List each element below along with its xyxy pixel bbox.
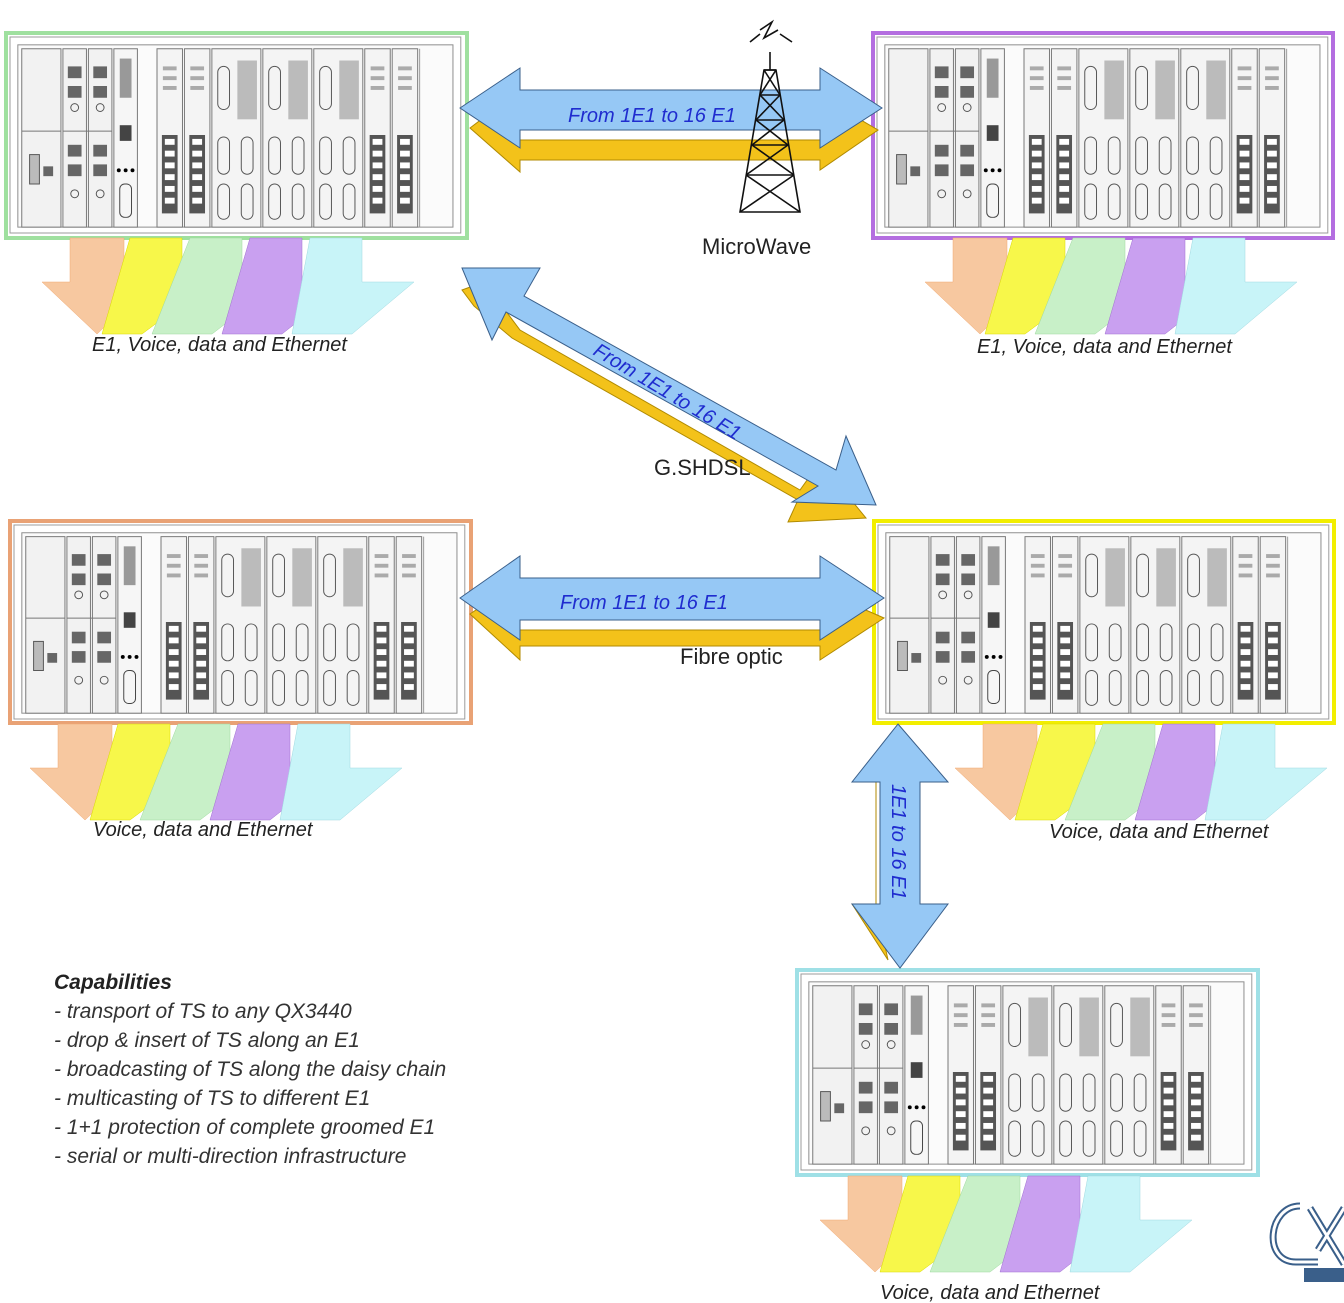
shdsl-link-arrow <box>461 267 877 523</box>
caption-bottom: Voice, data and Ethernet <box>880 1282 1101 1303</box>
radio-tower-icon <box>739 19 801 213</box>
shdsl-medium-label: G.SHDSL <box>654 455 751 480</box>
fibre-link-arrow <box>459 555 886 662</box>
capabilities-title: Capabilities <box>54 971 172 994</box>
caption-mid-left: Voice, data and Ethernet <box>93 819 314 841</box>
node-bottom <box>795 968 1260 1177</box>
vertical-link-label: 1E1 to 16 E1 <box>887 784 909 900</box>
capabilities-panel: Capabilities transport of TS to any QX34… <box>54 968 446 1171</box>
node-mid-right <box>872 519 1336 725</box>
caption-mid-right: Voice, data and Ethernet <box>1049 821 1270 843</box>
output-fan-bottom <box>819 1175 1193 1273</box>
output-fan-top-right <box>924 237 1298 335</box>
vertical-link-arrow <box>850 723 950 969</box>
fibre-medium-label: Fibre optic <box>680 644 783 669</box>
caption-top-right: E1, Voice, data and Ethernet <box>977 336 1233 358</box>
output-fan-mid-left <box>29 723 403 821</box>
node-top-right <box>871 31 1335 240</box>
node-mid-left <box>8 519 473 725</box>
capability-item: transport of TS to any QX3440 <box>54 997 446 1026</box>
capabilities-list: transport of TS to any QX3440 drop & ins… <box>54 997 446 1171</box>
capability-item: serial or multi-direction infrastructure <box>54 1142 446 1171</box>
microwave-link-arrow <box>459 67 883 174</box>
company-logo <box>1269 1202 1344 1282</box>
node-top-left <box>4 31 469 240</box>
microwave-link-label: From 1E1 to 16 E1 <box>568 105 736 127</box>
microwave-medium-label: MicroWave <box>702 234 811 259</box>
capability-item: multicasting of TS to different E1 <box>54 1084 446 1113</box>
capability-item: broadcasting of TS along the daisy chain <box>54 1055 446 1084</box>
capability-item: 1+1 protection of complete groomed E1 <box>54 1113 446 1142</box>
capability-item: drop & insert of TS along an E1 <box>54 1026 446 1055</box>
fibre-link-label: From 1E1 to 16 E1 <box>560 592 728 614</box>
output-fan-top-left <box>41 237 415 335</box>
output-fan-mid-right <box>954 723 1328 821</box>
caption-top-left: E1, Voice, data and Ethernet <box>92 334 348 356</box>
